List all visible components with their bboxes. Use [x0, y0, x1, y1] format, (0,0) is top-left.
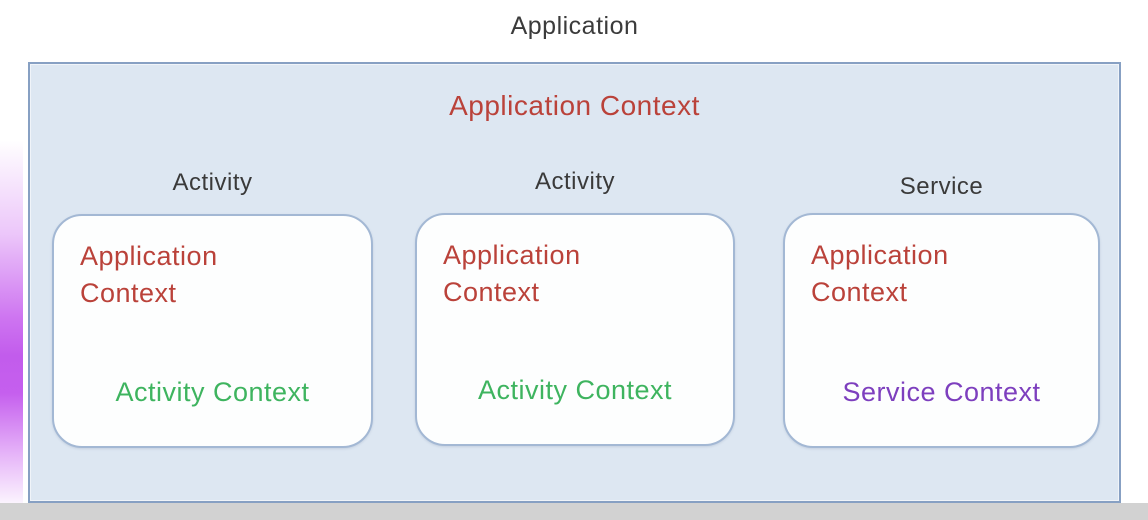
activity-1-application-context-text: Application Context [80, 241, 218, 308]
bottom-gray-bar [0, 503, 1148, 520]
group-label-service: Service [899, 173, 984, 200]
activity-2-activity-context-text: Activity Context [477, 375, 673, 405]
left-gradient-accent-strip [0, 140, 23, 512]
group-label-activity-1: Activity [172, 169, 253, 196]
service-application-context-text: Application Context [811, 240, 949, 307]
activity-box-1: Application Context Activity Context [52, 214, 373, 448]
application-title: Application [510, 12, 639, 40]
activity-2-application-context-text: Application Context [443, 240, 581, 307]
activity-1-activity-context-text: Activity Context [115, 377, 310, 407]
service-service-context-text: Service Context [842, 377, 1041, 407]
activity-box-2: Application Context Activity Context [415, 213, 735, 446]
group-label-activity-2: Activity [534, 168, 615, 195]
service-box: Application Context Service Context [783, 213, 1100, 448]
application-context-label: Application Context [449, 90, 700, 121]
